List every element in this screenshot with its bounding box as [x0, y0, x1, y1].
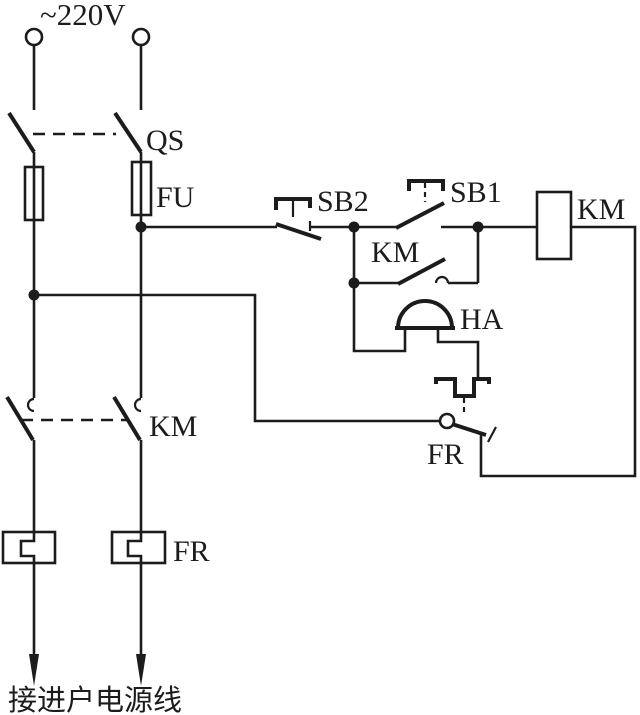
sb2-button: SB2: [274, 185, 369, 241]
fr-return-wire: [34, 293, 440, 423]
arrow-right: [136, 654, 146, 686]
km-aux-hook: [434, 275, 450, 284]
arrow-left: [29, 654, 39, 686]
fr-heater-left: [1, 530, 57, 565]
fr-heater-right: [110, 530, 167, 565]
ha-label: HA: [460, 303, 504, 336]
km-aux-label: KM: [371, 236, 419, 269]
power-terminals: ~220V: [24, 0, 151, 47]
km-main-hook-right: [133, 397, 142, 413]
ha-branch-wires: [352, 283, 480, 379]
fr-pivot-terminal: [438, 412, 456, 430]
km-coil-box: [535, 190, 573, 261]
fr-heaters: FR: [1, 530, 210, 568]
junction-dots: [28, 221, 484, 301]
sb1-label: SB1: [450, 176, 502, 209]
fu-fuses: FU: [23, 160, 195, 222]
control-wire-top: [141, 225, 637, 478]
km-main-contacts: KM: [5, 395, 197, 443]
km-aux-branch-wires: [352, 227, 480, 285]
supply-terminal-left: [24, 27, 44, 47]
km-coil-label: KM: [577, 193, 625, 226]
caption-incoming-power-line: 接进户电源线: [8, 683, 182, 715]
qs-switch: QS: [7, 111, 184, 157]
fr-heater-label: FR: [173, 535, 210, 568]
junction-ha-branch: [348, 277, 360, 289]
km-main-label: KM: [149, 410, 197, 443]
fuse-right: [130, 160, 153, 217]
sb1-button: SB1: [395, 176, 502, 230]
fr-fixed-tick: [487, 426, 497, 443]
km-aux-blade: [397, 257, 446, 286]
ha-bell: HA: [395, 299, 504, 336]
supply-terminal-right: [131, 27, 151, 47]
sb2-blade: [275, 222, 322, 241]
left-power-rail: [19, 45, 36, 658]
voltage-label: ~220V: [40, 0, 126, 32]
right-power-rail: [126, 45, 143, 658]
junction-left-rail: [28, 289, 40, 301]
km-main-blade-left: [5, 395, 35, 442]
km-coil: KM: [535, 190, 625, 261]
km-main-blade-right: [112, 395, 142, 442]
incoming-line-arrows: [29, 654, 146, 686]
fuse-left: [23, 165, 45, 222]
sb2-actuator-bar: [274, 197, 312, 210]
sb1-actuator-bar: [407, 179, 445, 191]
ha-dome: [396, 299, 454, 329]
qs-blade-right: [113, 111, 143, 154]
junction-node-a: [348, 221, 360, 233]
km-main-hook-left: [26, 397, 35, 413]
junction-node-b: [472, 221, 484, 233]
fr-contact: FR: [427, 377, 497, 471]
sb2-label: SB2: [317, 185, 369, 218]
qs-blade-left: [7, 111, 36, 154]
junction-fu-control: [135, 221, 147, 233]
fr-blade: [451, 422, 487, 437]
fr-release-bracket: [434, 377, 491, 398]
fu-label: FU: [156, 181, 195, 214]
fr-contact-label: FR: [427, 438, 464, 471]
sb1-blade: [395, 201, 445, 230]
qs-label: QS: [146, 124, 184, 157]
km-aux-contact: KM: [371, 236, 450, 286]
